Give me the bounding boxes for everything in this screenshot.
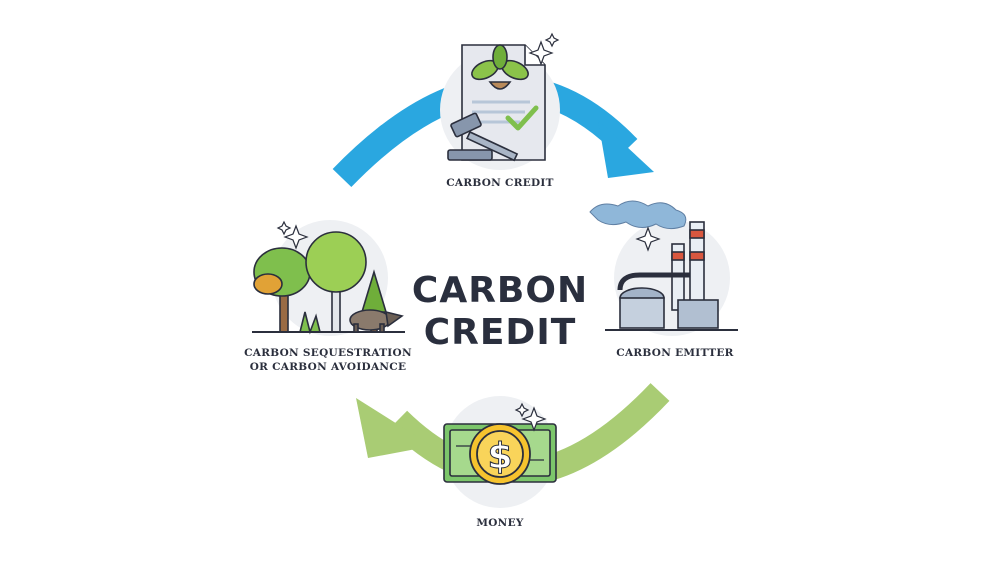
document-plant-icon	[461, 44, 546, 161]
raccoon-icon	[349, 309, 404, 333]
coin-icon: $	[469, 423, 531, 485]
carbon-credit-label: CARBON CREDIT	[446, 177, 554, 189]
center-title-line1: CARBON	[411, 270, 589, 311]
forest-icon	[252, 231, 405, 335]
money-label: MONEY	[476, 517, 524, 529]
center-title: CARBON CREDIT	[390, 270, 610, 354]
sequestration-label-line1: CARBON SEQUESTRATION	[244, 347, 412, 359]
checkmark-icon	[505, 105, 539, 131]
sparkle-icon	[514, 402, 547, 432]
gavel-icon	[447, 112, 519, 162]
carbon-emitter-label: CARBON EMITTER	[616, 347, 734, 359]
sequestration-label-line2: OR CARBON AVOIDANCE	[249, 361, 407, 373]
smoke-icon	[589, 200, 687, 230]
sparkle-icon	[528, 32, 560, 66]
center-title-line2: CREDIT	[423, 312, 577, 353]
coin-dollar-symbol: $	[487, 436, 512, 477]
sparkle-icon	[635, 226, 661, 252]
factory-icon	[605, 221, 738, 331]
sparkle-icon	[276, 220, 309, 250]
sequestration-label: CARBON SEQUESTRATION OR CARBON AVOIDANCE	[228, 346, 428, 374]
